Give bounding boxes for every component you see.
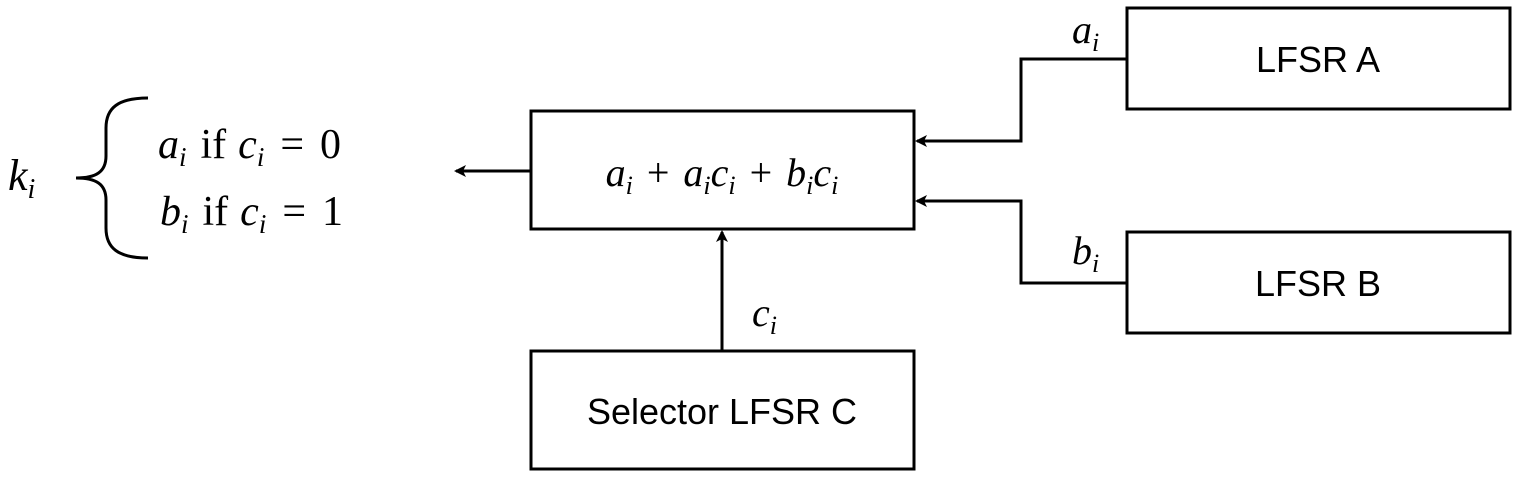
- combiner-block: ai+aici+bici: [529, 109, 916, 231]
- curly-brace: [75, 96, 149, 260]
- selector-lfsr-c-label: Selector LFSR C: [587, 391, 857, 432]
- output-k-label: ki: [8, 151, 35, 205]
- lfsr-a-label: LFSR A: [1256, 39, 1380, 80]
- connector-b: [915, 195, 1127, 285]
- selector-lfsr-c-block: Selector LFSR C: [529, 349, 916, 471]
- lfsr-b-block: LFSR B: [1125, 230, 1512, 335]
- signal-a-label: ai: [1072, 7, 1099, 57]
- lfsr-a-block: LFSR A: [1125, 6, 1512, 111]
- signal-b-label: bi: [1072, 228, 1099, 278]
- lfsr-b-label: LFSR B: [1255, 263, 1381, 304]
- combiner-expression: ai+aici+bici: [606, 150, 839, 200]
- signal-c-label: ci: [752, 290, 777, 340]
- connector-a: [915, 57, 1127, 147]
